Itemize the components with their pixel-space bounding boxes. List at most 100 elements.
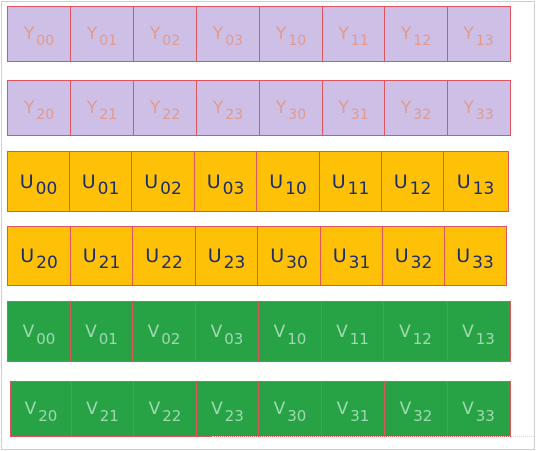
- cell-subscript: 02: [162, 33, 181, 49]
- cell-symbol: Y: [149, 98, 161, 118]
- cell-subscript: 22: [162, 107, 181, 123]
- cell-subscript: 20: [36, 253, 58, 273]
- cell-subscript: 30: [287, 407, 307, 425]
- cell-subscript: 10: [287, 329, 307, 348]
- cell-subscript: 02: [160, 178, 182, 199]
- cell-subscript: 12: [413, 33, 432, 49]
- cell-subscript: 12: [409, 178, 432, 199]
- cell-symbol: Y: [400, 98, 412, 118]
- cell-symbol: Y: [338, 98, 349, 118]
- cell-symbol: Y: [275, 98, 287, 118]
- cell-symbol: U: [269, 170, 284, 193]
- cell-symbol: Y: [86, 24, 98, 44]
- cell-symbol: U: [331, 170, 346, 193]
- cell-subscript: 21: [98, 253, 121, 273]
- cell-symbol: U: [207, 245, 222, 267]
- cell-subscript: 00: [36, 33, 55, 49]
- cell-subscript: 00: [36, 329, 56, 348]
- cell-symbol: U: [332, 245, 347, 267]
- cell-subscript: 33: [475, 407, 495, 425]
- cell-subscript: 03: [224, 329, 244, 348]
- cell-symbol: U: [145, 245, 160, 267]
- cell-symbol: Y: [149, 24, 161, 44]
- cell-subscript: 32: [413, 407, 433, 425]
- cell-subscript: 33: [475, 107, 494, 123]
- cell-symbol: Y: [463, 98, 474, 118]
- faint-dotted-line: [212, 436, 534, 449]
- cell-symbol: U: [394, 245, 409, 267]
- cell-symbol: V: [22, 321, 35, 342]
- cell-subscript: 30: [288, 107, 307, 123]
- cell-subscript: 23: [225, 107, 244, 123]
- cell-subscript: 01: [97, 178, 120, 199]
- cell-subscript: 03: [222, 178, 245, 199]
- cell-symbol: U: [20, 245, 35, 267]
- cell-subscript: 22: [161, 253, 183, 273]
- cell-subscript: 03: [225, 33, 244, 49]
- cell-symbol: V: [86, 399, 98, 419]
- cell-subscript: 32: [410, 253, 433, 273]
- cell-symbol: Y: [86, 98, 98, 118]
- cell-symbol: V: [24, 399, 37, 419]
- cell-subscript: 13: [475, 33, 494, 49]
- cell-symbol: V: [148, 399, 161, 419]
- cell-symbol: Y: [463, 24, 474, 44]
- cell-symbol: Y: [275, 24, 287, 44]
- cell-subscript: 20: [38, 407, 58, 425]
- cell-symbol: Y: [400, 24, 412, 44]
- cell-symbol: V: [399, 399, 412, 419]
- cell-symbol: V: [210, 321, 223, 342]
- cell-subscript: 13: [475, 329, 495, 348]
- cell-symbol: Y: [338, 24, 349, 44]
- cell-subscript: 32: [413, 107, 432, 123]
- cell-subscript: 10: [285, 178, 307, 199]
- cell-symbol: U: [456, 170, 471, 193]
- cell-subscript: 01: [99, 33, 118, 49]
- cell-symbol: V: [273, 321, 286, 342]
- cell-symbol: U: [144, 170, 159, 193]
- cell-symbol: Y: [23, 98, 35, 118]
- cell-subscript: 00: [35, 178, 58, 199]
- cell-symbol: V: [399, 321, 411, 342]
- cell-symbol: U: [82, 245, 97, 267]
- cell-symbol: U: [456, 245, 471, 267]
- cell-subscript: 12: [412, 329, 432, 348]
- cell-symbol: V: [85, 321, 97, 342]
